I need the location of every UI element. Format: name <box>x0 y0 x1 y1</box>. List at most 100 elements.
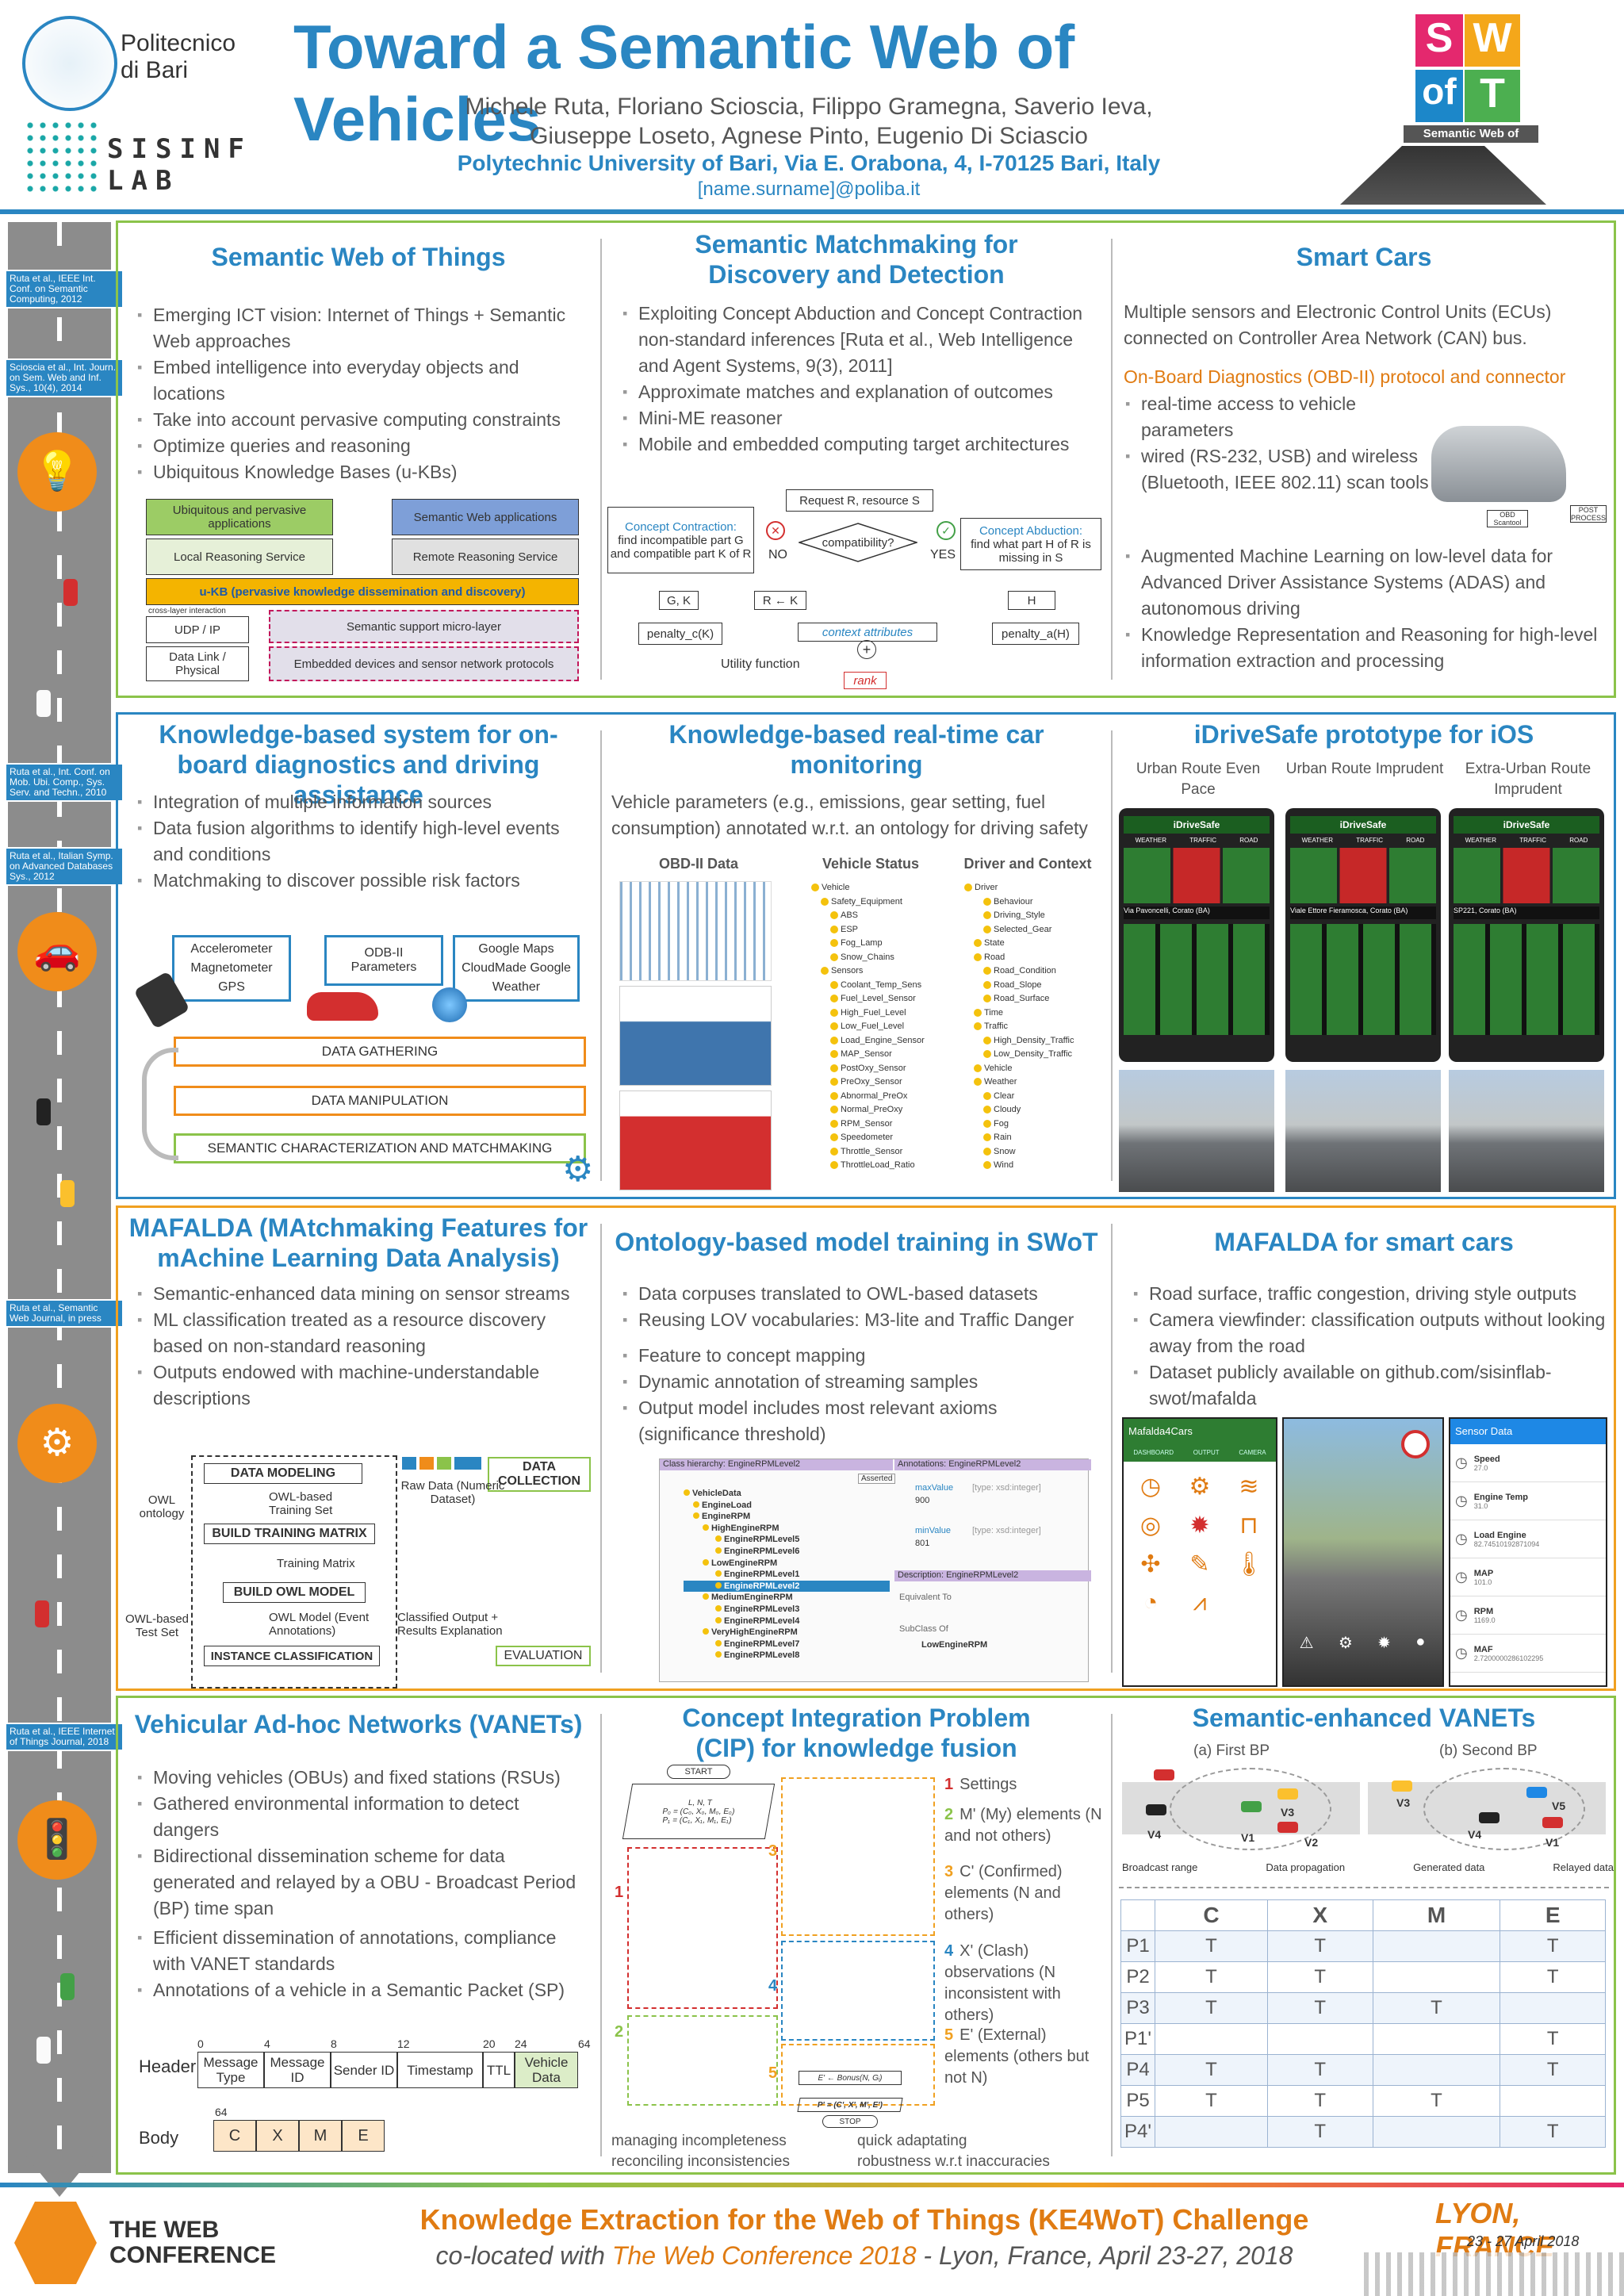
dashcam-photo <box>1449 1070 1604 1192</box>
tree-node[interactable]: Throttle_Sensor <box>811 1145 946 1159</box>
fan-icon[interactable]: ✣ <box>1140 1551 1161 1577</box>
mm-diag-compat-label: compatibility? <box>822 535 894 550</box>
tree-node[interactable]: Driving_Style <box>964 909 1107 923</box>
class-dot-icon <box>693 1501 699 1508</box>
tree-node-label: Driving_Style <box>994 910 1045 920</box>
protege-node[interactable]: LowEngineRPM <box>684 1558 890 1570</box>
tree-node[interactable]: Sensors <box>811 964 946 979</box>
protege-node[interactable]: VeryHighEngineRPM <box>684 1627 890 1639</box>
protege-node[interactable]: EngineLoad <box>684 1500 890 1512</box>
webconf-logo <box>14 2202 97 2284</box>
tree-node[interactable]: Load_Engine_Sensor <box>811 1034 946 1048</box>
chart-icon[interactable]: ⩘ <box>1193 1589 1207 1616</box>
training-bullets-a: Data corpuses translated to OWL-based da… <box>621 1281 1097 1333</box>
protege-node[interactable]: HighEngineRPM <box>684 1523 890 1535</box>
protege-node[interactable]: EngineRPMLevel8 <box>684 1650 890 1662</box>
legend-propagation: Data propagation <box>1266 1861 1346 1873</box>
tree-node-label: Wind <box>994 1160 1014 1170</box>
tree-node-label: Road_Condition <box>994 966 1056 976</box>
gauge2-icon[interactable]: ◔ <box>1143 1589 1159 1616</box>
tree-node[interactable]: Clear <box>964 1090 1107 1104</box>
tree-node[interactable]: Driver <box>964 881 1107 895</box>
protege-node[interactable]: EngineRPMLevel3 <box>684 1604 890 1616</box>
tree-node[interactable]: Cloudy <box>964 1103 1107 1117</box>
tree-node[interactable]: RPM_Sensor <box>811 1117 946 1132</box>
tree-node[interactable]: Snow <box>964 1145 1107 1159</box>
engine-icon[interactable]: ⚙ <box>1189 1474 1211 1500</box>
tree-node[interactable]: Snow_Chains <box>811 951 946 965</box>
svanet-cell: T <box>1267 2085 1373 2117</box>
piston-icon[interactable]: ⊓ <box>1239 1512 1258 1539</box>
tree-node[interactable]: ESP <box>811 923 946 937</box>
tree-node[interactable]: Behaviour <box>964 895 1107 910</box>
protege-node[interactable]: EngineRPMLevel7 <box>684 1639 890 1650</box>
protege-node[interactable]: MediumEngineRPM <box>684 1592 890 1604</box>
svanet-cell <box>1372 2116 1501 2148</box>
tree-node[interactable]: Rain <box>964 1131 1107 1145</box>
tree-node[interactable]: PostOxy_Sensor <box>811 1062 946 1076</box>
protege-node[interactable]: EngineRPMLevel5 <box>684 1534 890 1546</box>
status-panel <box>1290 848 1436 903</box>
class-dot-icon <box>715 1639 722 1646</box>
tree-node[interactable]: Fog_Lamp <box>811 937 946 951</box>
svanet-cell <box>1372 2023 1501 2055</box>
cip-block-4 <box>781 1941 935 2041</box>
tree-node[interactable]: Safety_Equipment <box>811 895 946 910</box>
packet-body-field: E <box>342 2120 385 2152</box>
tree-node[interactable]: Time <box>964 1006 1107 1021</box>
tree-node[interactable]: Normal_PreOxy <box>811 1103 946 1117</box>
tree-node[interactable]: PreOxy_Sensor <box>811 1075 946 1090</box>
spark-icon[interactable]: ✎ <box>1189 1551 1210 1577</box>
tree-node[interactable]: Speedometer <box>811 1131 946 1145</box>
footer-rule <box>0 2183 1624 2187</box>
tree-node[interactable]: Road <box>964 951 1107 965</box>
tree-node[interactable]: MAP_Sensor <box>811 1048 946 1062</box>
waves-icon[interactable]: ≋ <box>1239 1474 1259 1500</box>
protege-node[interactable]: EngineRPMLevel4 <box>684 1616 890 1627</box>
tree-node[interactable]: Road_Surface <box>964 992 1107 1006</box>
row-3-panel: MAFALDA (MAtchmaking Features for mAchin… <box>116 1205 1616 1691</box>
tab-camera[interactable]: CAMERA <box>1239 1449 1266 1456</box>
tree-node[interactable]: Low_Fuel_Level <box>811 1020 946 1034</box>
tree-node[interactable]: Road_Slope <box>964 979 1107 993</box>
tree-node[interactable]: Fuel_Level_Sensor <box>811 992 946 1006</box>
tree-node[interactable]: Abnormal_PreOx <box>811 1090 946 1104</box>
tab-dashboard[interactable]: DASHBOARD <box>1133 1449 1174 1456</box>
tree-node[interactable]: Coolant_Temp_Sens <box>811 979 946 993</box>
tree-node[interactable]: Traffic <box>964 1020 1107 1034</box>
wheel-icon[interactable]: ◎ <box>1139 1512 1162 1539</box>
tree-node[interactable]: ABS <box>811 909 946 923</box>
tree-node[interactable]: Road_Condition <box>964 964 1107 979</box>
tree-node[interactable]: Wind <box>964 1159 1107 1173</box>
mm-diag-yes: YES <box>930 548 956 562</box>
tree-node[interactable]: State <box>964 937 1107 951</box>
mafalda-bullet-2: ML classification treated as a resource … <box>137 1307 588 1359</box>
tree-node[interactable]: High_Fuel_Level <box>811 1006 946 1021</box>
tree-node[interactable]: Weather <box>964 1075 1107 1090</box>
protege-node[interactable]: EngineRPM <box>684 1511 890 1523</box>
training-bullet-a1: Data corpuses translated to OWL-based da… <box>622 1281 1097 1307</box>
protege-node[interactable]: EngineRPMLevel1 <box>684 1569 890 1581</box>
protege-node[interactable]: EngineRPMLevel2 <box>684 1580 890 1593</box>
gears-icon: ⚙ <box>562 1150 594 1189</box>
tree-node-label: Fuel_Level_Sensor <box>841 994 916 1003</box>
tree-node[interactable]: Low_Density_Traffic <box>964 1048 1107 1062</box>
tree-node[interactable]: Vehicle <box>964 1062 1107 1076</box>
protege-node[interactable]: VehicleData <box>684 1488 890 1500</box>
gear-red-icon[interactable]: ✹ <box>1189 1512 1210 1539</box>
thermo-icon[interactable]: 🌡 <box>1233 1551 1265 1577</box>
tree-node[interactable]: ThrottleLoad_Ratio <box>811 1159 946 1173</box>
tree-node[interactable]: Fog <box>964 1117 1107 1132</box>
tree-node[interactable]: Vehicle <box>811 881 946 895</box>
tree-node[interactable]: High_Density_Traffic <box>964 1034 1107 1048</box>
protege-node[interactable]: EngineRPMLevel6 <box>684 1546 890 1558</box>
speedometer-icon[interactable]: ◷ <box>1139 1474 1162 1500</box>
tab-output[interactable]: OUTPUT <box>1193 1449 1220 1456</box>
tree-node[interactable]: Selected_Gear <box>964 923 1107 937</box>
